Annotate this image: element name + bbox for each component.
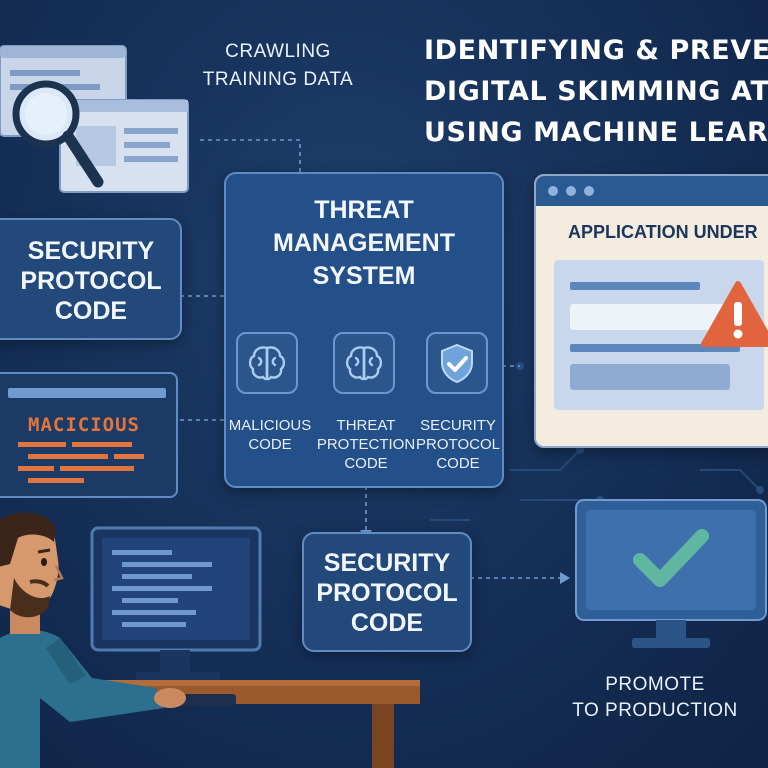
tms-label-malicious-line-2: CODE xyxy=(248,436,292,453)
tms-label-threat-line-1: THREAT xyxy=(336,417,396,434)
tms-title-line-1: THREAT xyxy=(314,196,414,224)
security-bottom-line-3: CODE xyxy=(350,609,424,637)
tms-card-malicious xyxy=(236,332,298,394)
tms-label-security-line-3: CODE xyxy=(436,455,480,472)
security-protocol-box-bottom: SECURITY PROTOCOL CODE xyxy=(302,532,472,652)
application-form xyxy=(554,260,764,410)
application-window: APPLICATION UNDER xyxy=(534,174,768,448)
tms-card-threat xyxy=(333,332,395,394)
tms-title-line-3: SYSTEM xyxy=(312,262,416,290)
tms-label-threat-line-3: CODE xyxy=(344,455,388,472)
brain-icon xyxy=(248,346,286,381)
headline-line-1: IDENTIFYING & PREVEN xyxy=(424,35,768,66)
tms-label-threat: THREAT PROTECTION CODE xyxy=(316,416,416,473)
tms-card-security xyxy=(426,332,488,394)
crawling-label-line-2: TRAINING DATA xyxy=(202,69,354,90)
warning-icon xyxy=(701,281,768,347)
tms-title: THREAT MANAGEMENT SYSTEM xyxy=(226,194,502,293)
security-protocol-box-left: SECURITY PROTOCOL CODE xyxy=(0,218,182,340)
crawling-illustration xyxy=(0,45,189,193)
tms-label-threat-line-2: PROTECTION xyxy=(316,436,416,453)
form-line xyxy=(570,282,700,290)
security-left-line-3: CODE xyxy=(54,297,128,325)
malicious-code-lines xyxy=(18,442,144,483)
tms-title-line-2: MANAGEMENT xyxy=(273,229,455,257)
window-dot-icon xyxy=(548,186,558,196)
headline-line-3: USING MACHINE LEARN xyxy=(424,117,768,148)
threat-management-system: THREAT MANAGEMENT SYSTEM xyxy=(224,172,504,488)
security-left-line-2: PROTOCOL xyxy=(20,267,162,295)
crawling-label: CRAWLING TRAINING DATA xyxy=(190,38,366,94)
security-bottom-line-2: PROTOCOL xyxy=(316,579,458,607)
tms-label-security-line-1: SECURITY xyxy=(420,417,496,434)
production-monitor xyxy=(575,499,767,648)
form-line xyxy=(570,344,740,352)
application-title: APPLICATION UNDER xyxy=(568,222,758,242)
security-protocol-bottom-text: SECURITY PROTOCOL CODE xyxy=(304,548,470,638)
malicious-screen: MACICIOUS xyxy=(0,372,178,498)
crawling-label-line-1: CRAWLING xyxy=(225,41,331,62)
application-titlebar xyxy=(536,176,768,206)
malicious-label: MACICIOUS xyxy=(28,414,140,436)
brain-icon xyxy=(345,346,383,381)
promote-line-1: PROMOTE xyxy=(605,674,705,695)
form-input xyxy=(570,364,730,390)
window-dot-icon xyxy=(566,186,576,196)
security-bottom-line-1: SECURITY xyxy=(323,549,451,577)
promote-label: PROMOTE TO PRODUCTION xyxy=(570,672,740,724)
headline: IDENTIFYING & PREVEN DIGITAL SKIMMING AT… xyxy=(424,30,768,153)
developer-illustration xyxy=(0,512,420,768)
tms-label-security: SECURITY PROTOCOL CODE xyxy=(408,416,508,473)
security-protocol-left-text: SECURITY PROTOCOL CODE xyxy=(2,236,180,326)
checkmark-icon xyxy=(633,529,709,587)
malicious-screen-titlebar xyxy=(8,388,166,398)
promote-line-2: TO PRODUCTION xyxy=(572,700,738,721)
window-dot-icon xyxy=(584,186,594,196)
headline-line-2: DIGITAL SKIMMING ATTA xyxy=(424,76,768,107)
tms-label-security-line-2: PROTOCOL xyxy=(416,436,500,453)
security-left-line-1: SECURITY xyxy=(27,237,155,265)
shield-check-icon xyxy=(441,343,473,384)
tms-label-malicious: MALICIOUS CODE xyxy=(220,416,320,454)
form-input xyxy=(570,304,730,330)
tms-label-malicious-line-1: MALICIOUS xyxy=(228,417,312,434)
